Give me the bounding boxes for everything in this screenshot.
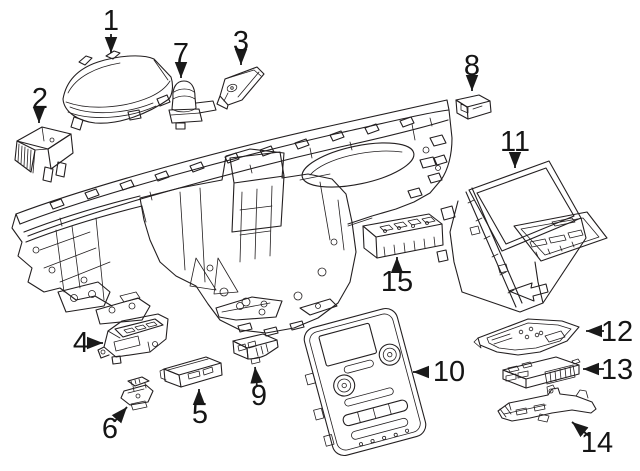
part-3-end-cap[interactable] [216,66,265,110]
part-7-sunload-sensor[interactable] [168,80,217,130]
callout-7-label[interactable]: 7 [173,38,189,70]
callout-5[interactable]: 5 [192,389,208,430]
callout-15[interactable]: 15 [381,257,413,298]
callout-14-label[interactable]: 14 [581,427,613,459]
callout-6-label[interactable]: 6 [102,413,118,445]
callout-8-label[interactable]: 8 [464,50,480,82]
part-4-switch-pod[interactable] [97,313,169,365]
part-5-switch[interactable] [159,356,223,388]
callout-4-label[interactable]: 4 [73,327,89,359]
callout-6-arrow [111,406,128,424]
callout-13[interactable]: 13 [583,354,633,386]
callout-11-label[interactable]: 11 [500,126,530,158]
instrument-panel-carrier-illustration [11,99,453,337]
callout-6[interactable]: 6 [102,406,128,445]
callout-7[interactable]: 7 [173,38,189,78]
callout-9[interactable]: 9 [250,366,267,412]
part-9-switch[interactable] [232,333,279,365]
part-1-instrument-cluster[interactable] [62,50,174,131]
callout-2-label[interactable]: 2 [32,83,48,115]
callout-10[interactable]: 10 [413,356,465,388]
callout-3-label[interactable]: 3 [233,26,249,58]
callout-15-label[interactable]: 15 [381,266,413,298]
part-12-tray-bezel[interactable] [473,318,580,356]
part-6-sensor[interactable] [120,376,154,411]
part-10-center-stack-panel[interactable] [293,306,429,461]
callout-8[interactable]: 8 [464,50,480,91]
callout-3[interactable]: 3 [233,26,249,65]
part-13-control-module[interactable] [502,356,581,389]
callout-9-arrow [250,366,263,388]
callout-1-label[interactable]: 1 [103,5,119,37]
callout-14[interactable]: 14 [571,421,613,459]
callout-1[interactable]: 1 [103,5,119,53]
callout-4[interactable]: 4 [73,327,103,359]
callout-2[interactable]: 2 [32,83,48,123]
part-14-lower-bracket[interactable] [497,384,597,423]
callout-12-label[interactable]: 12 [601,316,633,348]
part-11-touchscreen-assembly[interactable] [436,160,608,313]
callout-12[interactable]: 12 [586,316,633,348]
callout-5-label[interactable]: 5 [192,398,208,430]
part-8-bracket-switch[interactable] [455,94,492,120]
part-2-display-module[interactable] [14,126,74,183]
callout-14-arrow [571,421,590,438]
callout-13-label[interactable]: 13 [601,354,633,386]
part-15-switch-bank[interactable] [362,213,444,259]
callout-11[interactable]: 11 [500,126,530,168]
callout-10-label[interactable]: 10 [433,356,465,388]
callout-9-label[interactable]: 9 [251,380,267,412]
